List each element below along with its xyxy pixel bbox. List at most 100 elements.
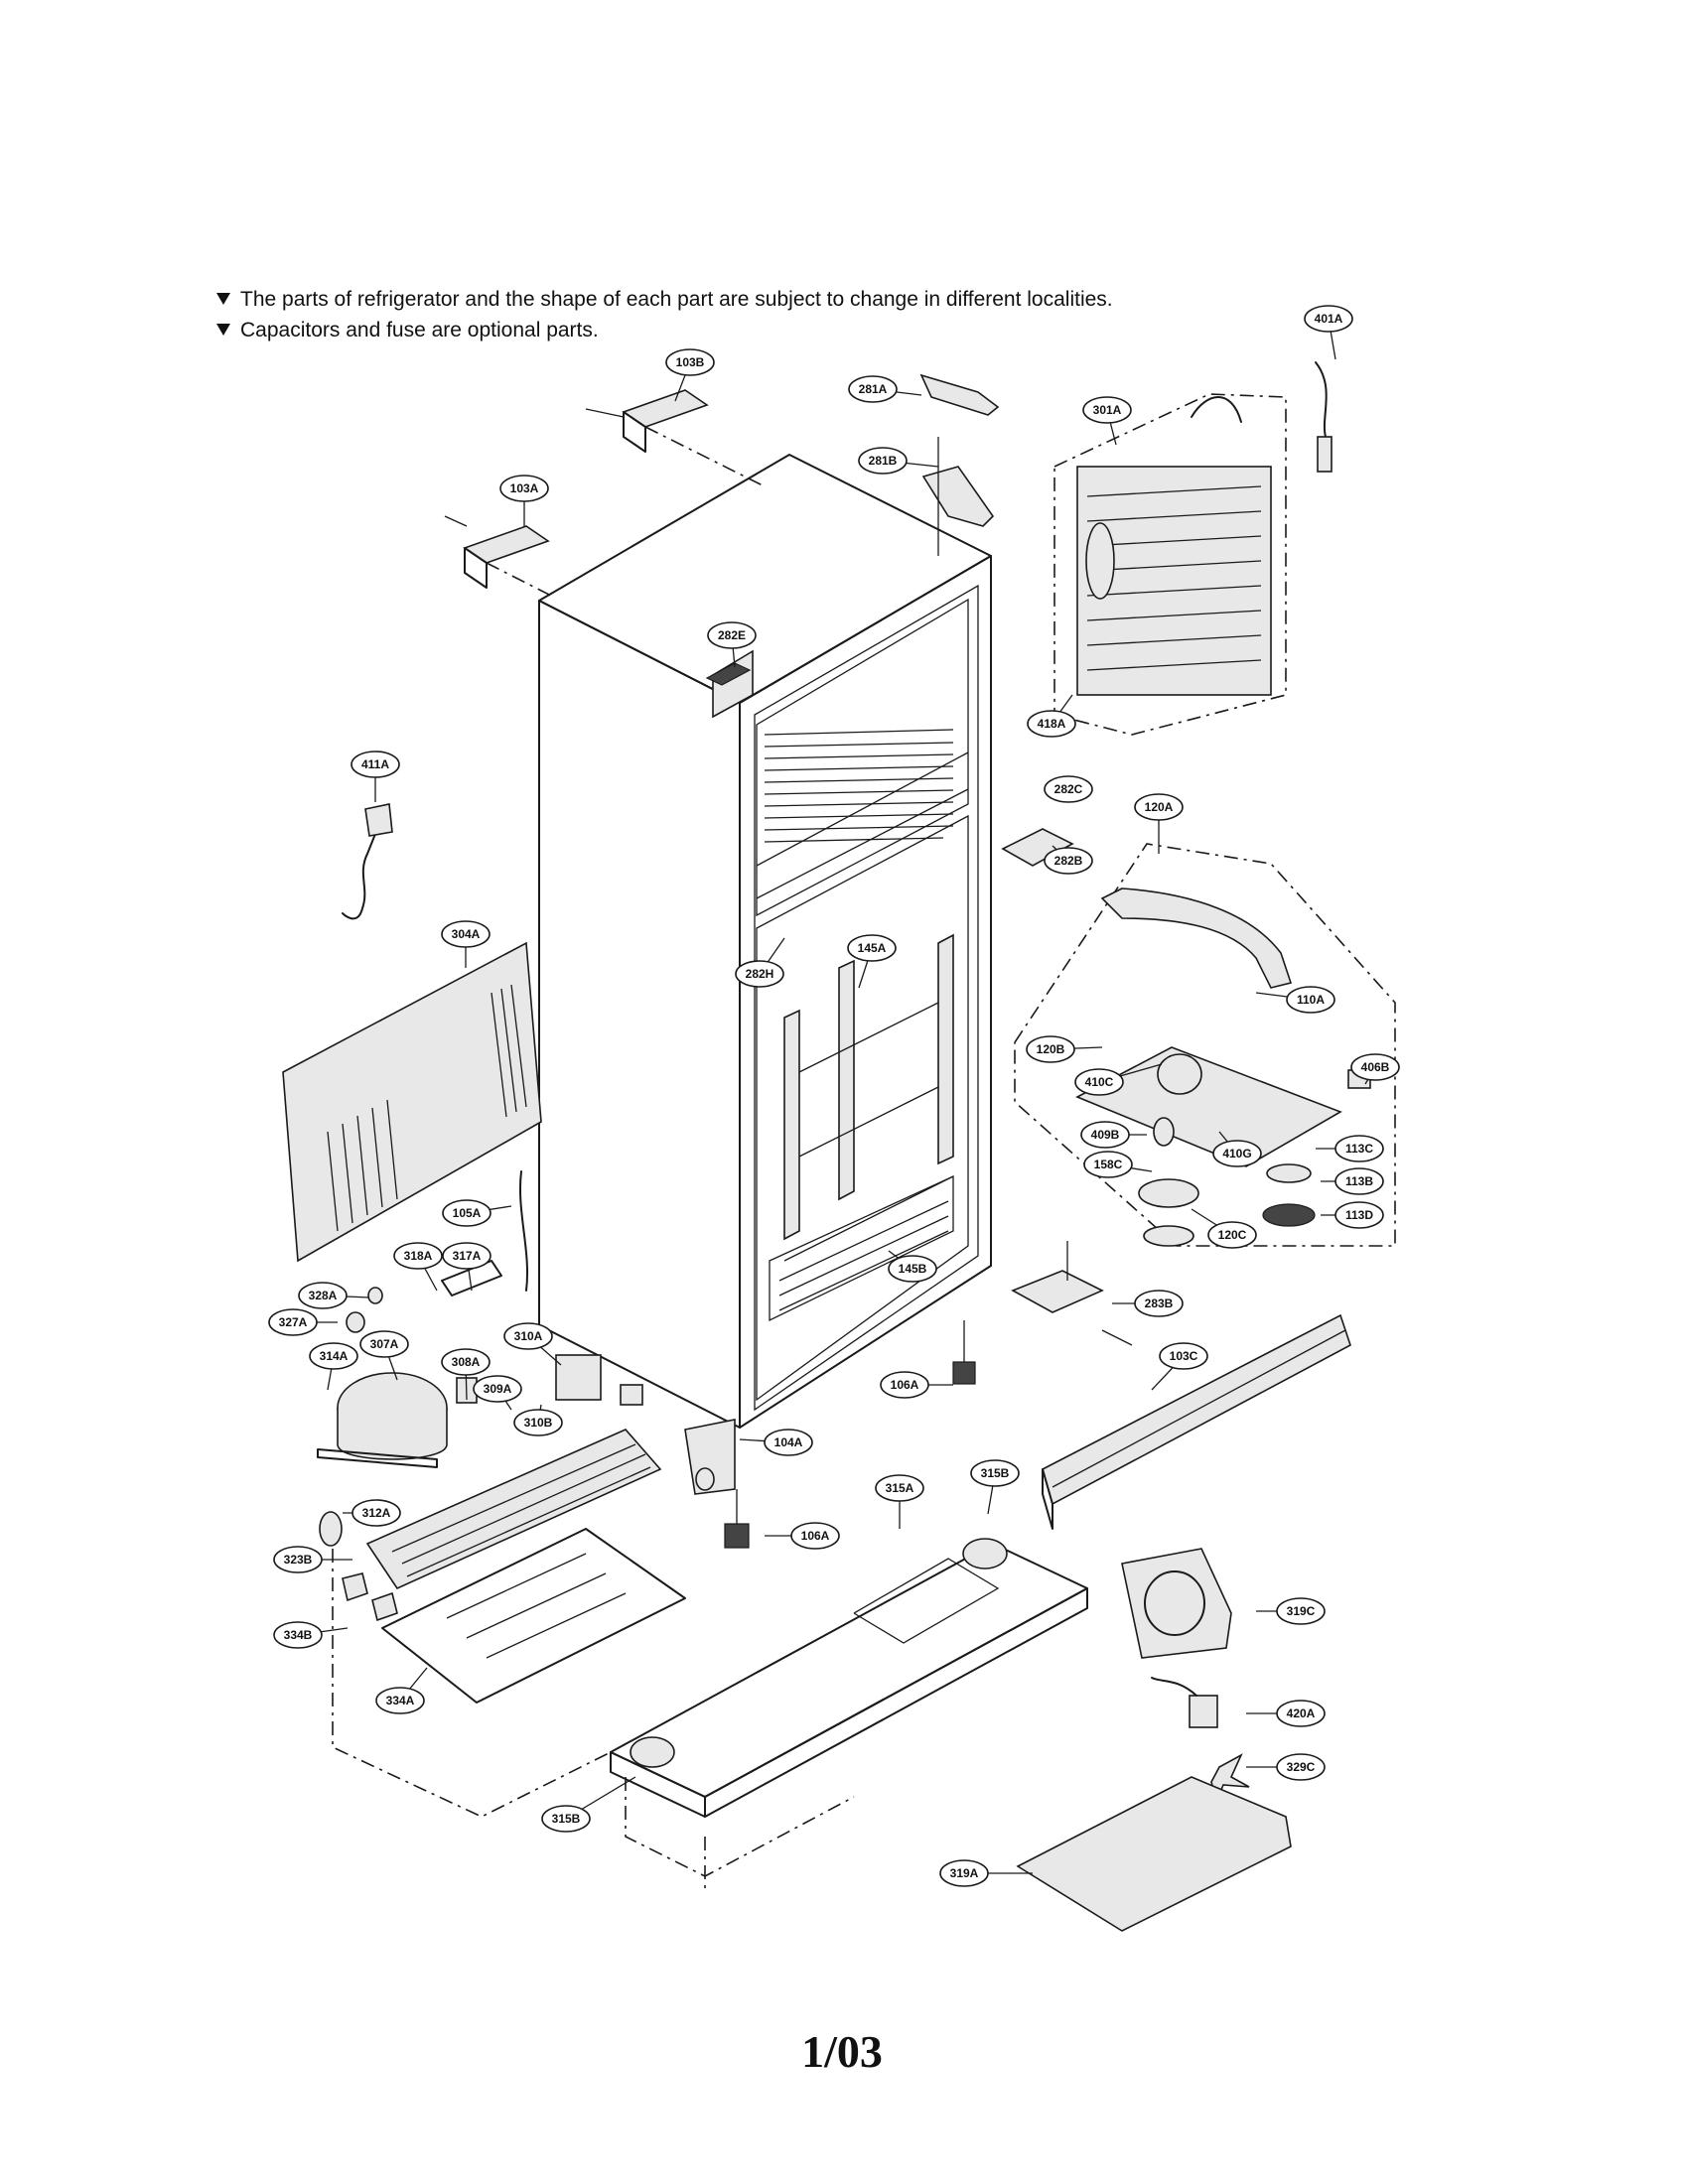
callout-label: 113B <box>1345 1174 1373 1188</box>
notes-block: The parts of refrigerator and the shape … <box>216 284 1113 345</box>
callout-label: 282H <box>746 967 774 981</box>
part-callout: 318A <box>393 1242 443 1270</box>
triangle-bullet-icon <box>216 293 230 305</box>
callout-label: 120B <box>1037 1042 1065 1056</box>
callout-label: 410G <box>1222 1147 1251 1160</box>
callout-label: 145B <box>899 1262 927 1276</box>
callout-bubble <box>1159 1342 1208 1370</box>
callout-label: 312A <box>362 1506 391 1520</box>
callout-label: 319C <box>1287 1604 1316 1618</box>
callout-label: 105A <box>453 1206 482 1220</box>
callout-label: 334B <box>284 1628 313 1642</box>
callout-bubble <box>735 960 784 988</box>
part-callout: 401A <box>1304 305 1353 333</box>
callout-bubble <box>888 1255 937 1283</box>
part-callout: 411A <box>351 751 400 778</box>
callout-label: 281A <box>859 382 888 396</box>
callout-bubble <box>1044 775 1093 803</box>
callout-label: 120A <box>1145 800 1174 814</box>
callout-label: 310B <box>524 1416 553 1430</box>
callout-label: 113C <box>1345 1142 1373 1156</box>
part-callout: 308A <box>441 1348 491 1376</box>
note-line: The parts of refrigerator and the shape … <box>216 284 1113 315</box>
part-callouts: 401A103B281A301A281B103A282E418A411A282C… <box>268 305 1400 1887</box>
part-callout: 310B <box>513 1409 563 1436</box>
part-callout: 281B <box>858 447 908 475</box>
callout-label: 327A <box>279 1315 308 1329</box>
part-callout: 334B <box>273 1621 323 1649</box>
callout-bubble <box>351 1499 401 1527</box>
callout-bubble <box>1134 793 1184 821</box>
callout-bubble <box>1026 1035 1075 1063</box>
callout-bubble <box>790 1522 840 1550</box>
callout-bubble <box>298 1282 348 1309</box>
part-callout: 315A <box>875 1474 924 1502</box>
part-callout: 317A <box>442 1242 491 1270</box>
note-text: The parts of refrigerator and the shape … <box>240 288 1113 311</box>
part-callout: 319A <box>939 1859 989 1887</box>
part-callout: 312A <box>351 1499 401 1527</box>
part-callout: 145B <box>888 1255 937 1283</box>
callout-bubble <box>1044 847 1093 875</box>
note-line: Capacitors and fuse are optional parts. <box>216 315 1113 345</box>
callout-label: 318A <box>404 1249 433 1263</box>
part-callout: 329C <box>1276 1753 1326 1781</box>
callout-label: 106A <box>801 1529 830 1543</box>
callout-bubble <box>848 375 898 403</box>
callout-bubble <box>764 1429 813 1456</box>
callout-bubble <box>707 621 757 649</box>
part-callout: 410C <box>1074 1068 1124 1096</box>
callout-bubble <box>1027 710 1076 738</box>
callout-label: 307A <box>370 1337 399 1351</box>
part-callout: 418A <box>1027 710 1076 738</box>
callout-bubble <box>1080 1121 1130 1149</box>
callout-bubble <box>1286 986 1335 1014</box>
callout-bubble <box>1082 396 1132 424</box>
freezer-shelf <box>764 729 954 843</box>
part-callout: 283B <box>1134 1290 1184 1317</box>
callout-bubble <box>1276 1597 1326 1625</box>
callout-label: 315A <box>886 1481 914 1495</box>
part-callout: 158C <box>1083 1151 1133 1178</box>
compressor-assembly <box>317 1170 686 1704</box>
callout-label: 113D <box>1345 1208 1373 1222</box>
callout-label: 103A <box>510 481 539 495</box>
part-callout: 315B <box>970 1459 1020 1487</box>
callout-label: 104A <box>774 1435 803 1449</box>
part-callout: 328A <box>298 1282 348 1309</box>
callout-label: 282B <box>1054 854 1083 868</box>
assembly-guideline <box>332 1549 612 1818</box>
callout-label: 110A <box>1297 993 1325 1007</box>
callout-label: 323B <box>284 1553 313 1567</box>
callout-bubble <box>1334 1167 1384 1195</box>
callout-label: 304A <box>452 927 481 941</box>
callout-label: 319A <box>950 1866 979 1880</box>
callout-label: 145A <box>858 941 887 955</box>
part-callout: 319C <box>1276 1597 1326 1625</box>
middle-bottom-hinges <box>1001 828 1133 1346</box>
evaporator-coil <box>1053 361 1333 736</box>
part-callout: 323B <box>273 1546 323 1573</box>
callout-bubble <box>1276 1700 1326 1727</box>
callout-label: 328A <box>309 1289 338 1302</box>
callout-bubble <box>441 920 491 948</box>
part-callout: 314A <box>309 1342 358 1370</box>
callout-label: 314A <box>320 1349 349 1363</box>
callout-bubble <box>513 1409 563 1436</box>
base-grille <box>1042 1313 1351 1530</box>
callout-bubble <box>1134 1290 1184 1317</box>
callout-bubble <box>1276 1753 1326 1781</box>
part-callout: 113C <box>1334 1135 1384 1162</box>
triangle-bullet-icon <box>216 324 230 336</box>
callout-label: 120C <box>1218 1228 1247 1242</box>
power-cord <box>342 803 393 920</box>
callout-bubble <box>499 475 549 502</box>
callout-label: 103B <box>676 355 705 369</box>
callout-label: 282E <box>718 628 746 642</box>
callout-bubble <box>858 447 908 475</box>
callout-bubble <box>442 1242 491 1270</box>
part-callout: 307A <box>359 1330 409 1358</box>
page-number: 1/03 <box>801 2026 883 2077</box>
part-callout: 309A <box>473 1375 522 1403</box>
